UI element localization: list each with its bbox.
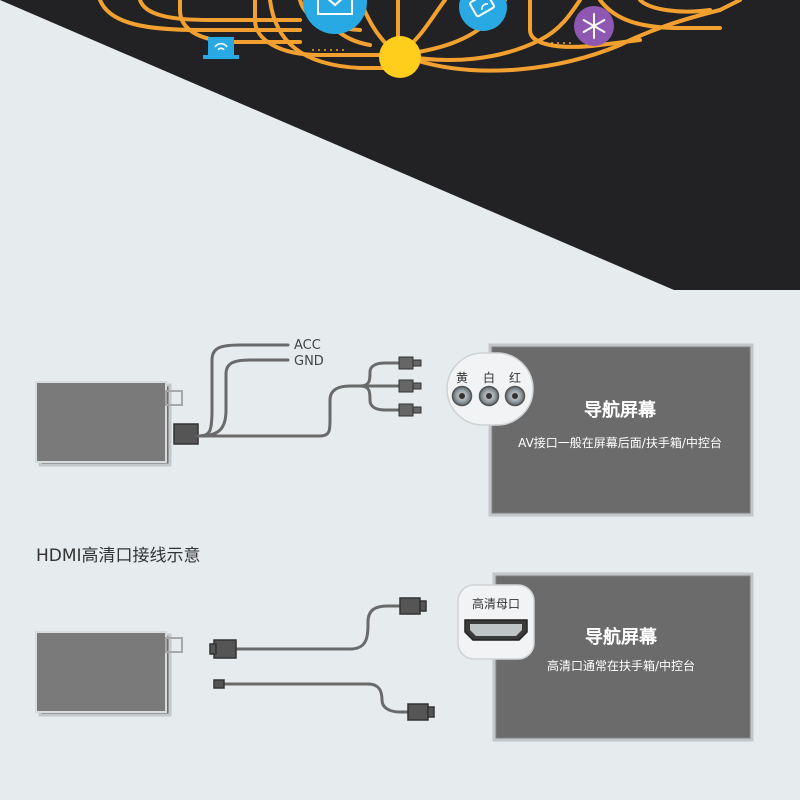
hdmi-plug-top [399, 597, 421, 615]
rca-plug-white [398, 379, 414, 393]
hero-banner [0, 0, 800, 290]
hero-hub-node [379, 36, 421, 78]
rca-plugs [398, 356, 422, 417]
hdmi-plug-left [213, 639, 237, 659]
rca-plug-red [398, 403, 414, 417]
acc-label: ACC [294, 338, 321, 353]
rca-plug-yellow [398, 356, 414, 370]
hdmi-nav-screen: 导航屏幕 高清口通常在扶手箱/中控台 [492, 572, 754, 742]
jack-label-red: 红 [509, 370, 521, 385]
hdmi-stub-left [213, 679, 225, 689]
av-screen-note: AV接口一般在屏幕后面/扶手箱/中控台 [518, 435, 722, 450]
hdmi-port-label: 高清母口 [472, 596, 520, 611]
av-device-connector [173, 423, 199, 445]
laptop-wifi-icon [203, 37, 239, 59]
av-nav-screen: 导航屏幕 AV接口一般在屏幕后面/扶手箱/中控台 [488, 343, 754, 517]
rca-plug-red-tip [412, 406, 422, 414]
hdmi-plugs [209, 597, 435, 721]
hdmi-plug-top-tip [419, 600, 427, 612]
hdmi-screen-note: 高清口通常在扶手箱/中控台 [547, 658, 695, 673]
wireless-card-icon [459, 0, 507, 31]
av-cables [196, 343, 402, 438]
av-device-box [35, 381, 183, 467]
hdmi-screen-title: 导航屏幕 [585, 626, 658, 648]
rca-plug-yellow-tip [412, 359, 422, 367]
hdmi-section-title: HDMI高清口接线示意 [36, 546, 201, 566]
av-screen-title: 导航屏幕 [584, 399, 657, 421]
hdmi-plug-bottom [407, 703, 429, 721]
hdmi-plug-bottom-tip [427, 706, 435, 718]
hero-dash-arrows [312, 42, 575, 51]
rca-plug-white-tip [412, 382, 422, 390]
rca-jack-red [504, 385, 526, 407]
jack-label-white: 白 [483, 370, 495, 385]
rca-jack-white [478, 385, 500, 407]
hdmi-wiring-section: 导航屏幕 高清口通常在扶手箱/中控台 高清母口 [35, 572, 754, 742]
rca-jack-yellow [451, 385, 473, 407]
hdmi-port-icon [464, 619, 528, 641]
av-jack-panel: 黄 白 红 [446, 352, 534, 426]
hdmi-port-panel: 高清母口 [457, 584, 535, 660]
hdmi-plug-left-tip [209, 643, 217, 655]
mail-icon [303, 0, 367, 34]
gnd-label: GND [294, 354, 324, 369]
snowflake-icon [574, 6, 614, 46]
av-wiring-section: ACC GND 导航屏幕 AV接口一般在屏幕后面/扶手箱/中控台 黄 白 红 [35, 338, 754, 517]
jack-label-yellow: 黄 [456, 371, 468, 385]
hdmi-device-box [35, 631, 183, 717]
hdmi-cables [218, 604, 412, 714]
